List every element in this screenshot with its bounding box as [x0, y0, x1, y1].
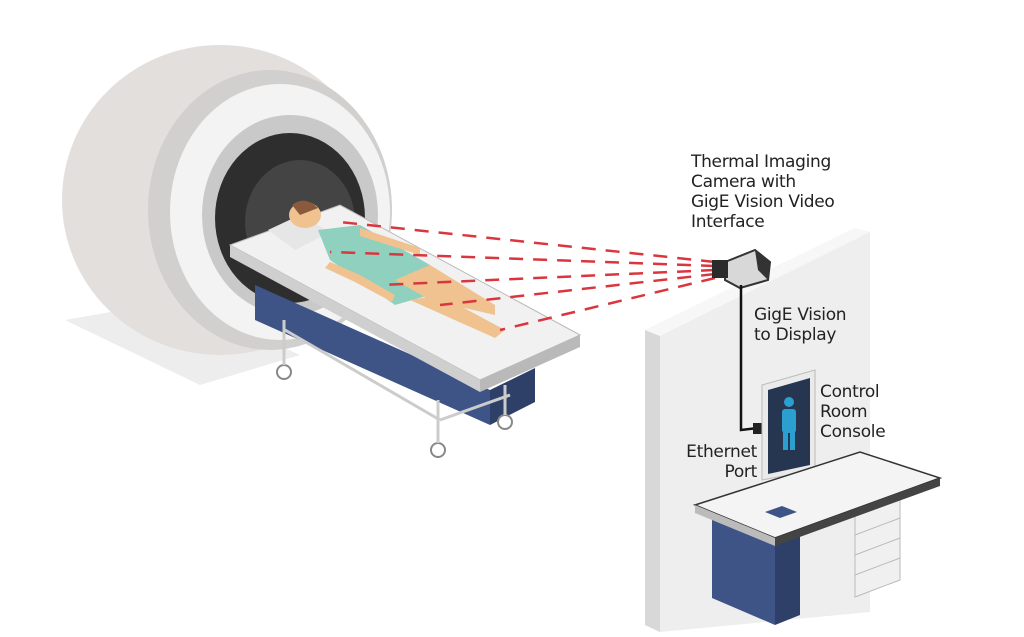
label-control-room-console: Control Room Console [820, 382, 886, 442]
label-thermal-camera: Thermal Imaging Camera with GigE Vision … [691, 152, 835, 232]
label-line: Console [820, 422, 886, 442]
label-line: Interface [691, 212, 765, 232]
label-gige-to-display: GigE Vision to Display [754, 305, 847, 345]
keypad [765, 506, 797, 518]
console-monitor[interactable] [761, 369, 822, 497]
thermal-beams [329, 220, 716, 332]
console-desk [692, 451, 943, 625]
wheel [430, 442, 446, 458]
label-line: GigE Vision [754, 305, 847, 325]
screen-body-figure [782, 397, 796, 450]
label-line: GigE Vision Video [691, 192, 835, 212]
label-line: Ethernet [686, 442, 757, 462]
label-ethernet-port: Ethernet Port [681, 442, 757, 482]
label-line: Camera with [691, 172, 796, 192]
wheel [276, 364, 292, 380]
label-line: Room [820, 402, 868, 422]
gige-cable [739, 285, 759, 432]
ethernet-port[interactable] [753, 423, 764, 434]
label-line: to Display [754, 325, 837, 345]
patient-table [228, 204, 582, 458]
label-line: Port [724, 462, 757, 482]
label-line: Control [820, 382, 880, 402]
wheel [497, 414, 513, 430]
label-line: Thermal Imaging [691, 152, 831, 172]
thermal-camera[interactable] [712, 248, 772, 290]
